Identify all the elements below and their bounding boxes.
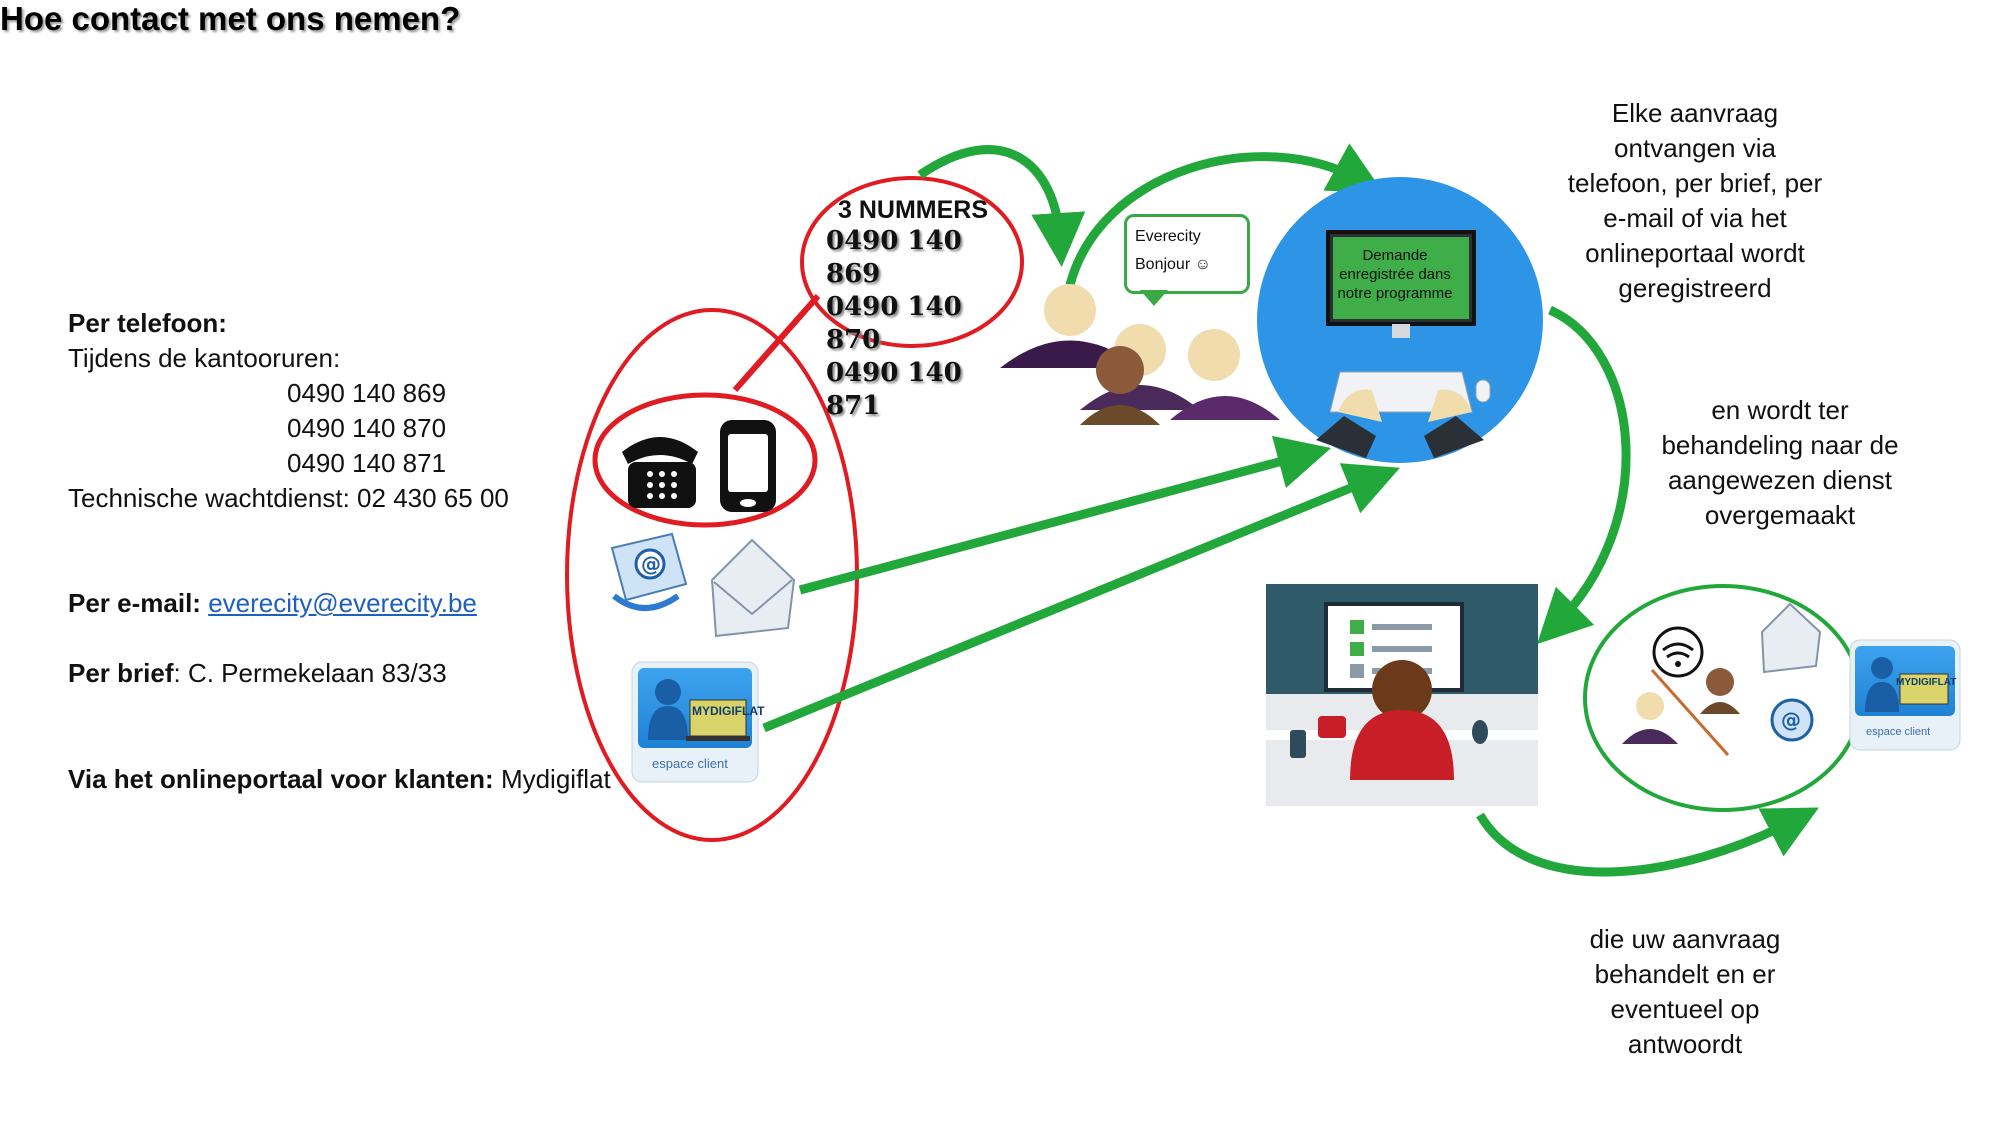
note-forwarded-line: en wordt ter	[1711, 395, 1849, 425]
reply-envelope-icon	[1760, 602, 1822, 674]
note-handled-line: antwoordt	[1627, 1029, 1743, 1059]
greeting-bubble: Everecity Bonjour ☺	[1124, 214, 1250, 294]
email-label: Per e-mail:	[68, 588, 201, 618]
arrow-worker-to-reply	[1476, 807, 1819, 877]
reply-app-tile-footer: espace client	[1866, 726, 1931, 738]
portal-label: Via het onlineportaal voor klanten:	[68, 764, 494, 794]
app-tile-label: MYDIGIFLAT	[692, 704, 765, 718]
reply-mydigiflat-icon	[1849, 639, 1961, 751]
note-registered-line: ontvangen via	[1614, 133, 1776, 163]
mobile-phone-icon	[720, 420, 776, 512]
reply-app-tile-label: MYDIGIFLAT	[1896, 677, 1957, 688]
note-handled-line: die uw aanvraag	[1589, 924, 1781, 954]
mydigiflat-app-icon	[631, 661, 759, 783]
letter-address: : C. Permekelaan 83/33	[173, 658, 447, 688]
letter-row: Per brief: C. Permekelaan 83/33	[68, 656, 447, 691]
note-forwarded: en wordt ter behandeling naar de aangewe…	[1640, 393, 1920, 533]
app-tile-footer: espace client	[652, 756, 728, 771]
office-worker-icon	[1266, 584, 1538, 806]
note-registered-line: onlineportaal wordt	[1585, 238, 1805, 268]
strike-line	[1650, 669, 1730, 756]
numbers-title: 3 NUMMERS	[838, 196, 989, 224]
numbers-box: 3 NUMMERS 0490 140 869 0490 140 870 0490…	[826, 196, 1006, 423]
numbers-box-number-2: 0490 140 870	[826, 292, 962, 355]
portal-row: Via het onlineportaal voor klanten: Mydi…	[68, 762, 611, 797]
reply-ellipse	[1583, 584, 1863, 812]
note-handled: die uw aanvraag behandelt en er eventuee…	[1545, 922, 1825, 1062]
note-handled-line: behandelt en er	[1594, 959, 1776, 989]
note-handled-line: eventueel op	[1610, 994, 1760, 1024]
email-arrow	[798, 435, 1332, 595]
emergency-line: Technische wachtdienst: 02 430 65 00	[68, 483, 509, 513]
email-link[interactable]: everecity@everecity.be	[208, 588, 477, 618]
phone-section-label: Per telefoon:	[68, 308, 227, 338]
svg-text:@: @	[641, 552, 661, 576]
computer-icon	[1257, 177, 1543, 463]
telephone-icon	[622, 437, 698, 508]
arrow-computer-to-worker	[1537, 305, 1631, 645]
envelope-icon	[710, 538, 796, 638]
phone-number-2: 0490 140 870	[287, 413, 447, 443]
note-registered-line: Elke aanvraag	[1611, 98, 1779, 128]
office-hours-label: Tijdens de kantooruren:	[68, 343, 341, 373]
bubble-line-2: Bonjour ☺	[1135, 256, 1211, 273]
bubble-line-1: Everecity	[1135, 228, 1201, 245]
phone-number-1: 0490 140 869	[287, 378, 447, 408]
bubble-tail	[1140, 290, 1168, 306]
page-title: Hoe contact met ons nemen?	[0, 0, 461, 37]
numbers-ellipse	[800, 176, 1024, 348]
reply-at-icon: @	[1770, 698, 1814, 742]
note-forwarded-line: aangewezen dienst	[1667, 465, 1893, 495]
letter-label: Per brief	[68, 658, 174, 688]
phones-ellipse	[592, 392, 818, 528]
phone-number-3: 0490 140 871	[287, 448, 447, 478]
portal-arrow	[762, 463, 1400, 733]
note-registered-line: geregistreerd	[1618, 273, 1772, 303]
email-at-icon: @	[610, 532, 688, 611]
operators-icon	[1000, 284, 1280, 425]
numbers-box-number-3: 0490 140 871	[826, 358, 962, 421]
numbers-box-number-1: 0490 140 869	[826, 226, 962, 289]
portal-name: Mydigiflat	[493, 764, 611, 794]
note-forwarded-line: overgemaakt	[1704, 500, 1856, 530]
note-registered-line: e-mail of via het	[1603, 203, 1787, 233]
wifi-icon	[1652, 626, 1704, 678]
screen-text: Demande enregistrée dans notre programme	[1337, 247, 1453, 302]
email-row: Per e-mail: everecity@everecity.be	[68, 586, 477, 621]
phone-connector	[732, 294, 821, 392]
note-registered-line: telefoon, per brief, per	[1567, 168, 1823, 198]
arrow-operators-to-computer	[1065, 143, 1384, 287]
arrow-numbers-to-operators	[917, 145, 1086, 267]
note-forwarded-line: behandeling naar de	[1661, 430, 1899, 460]
note-registered: Elke aanvraag ontvangen via telefoon, pe…	[1540, 96, 1850, 306]
svg-text:@: @	[1781, 708, 1801, 732]
